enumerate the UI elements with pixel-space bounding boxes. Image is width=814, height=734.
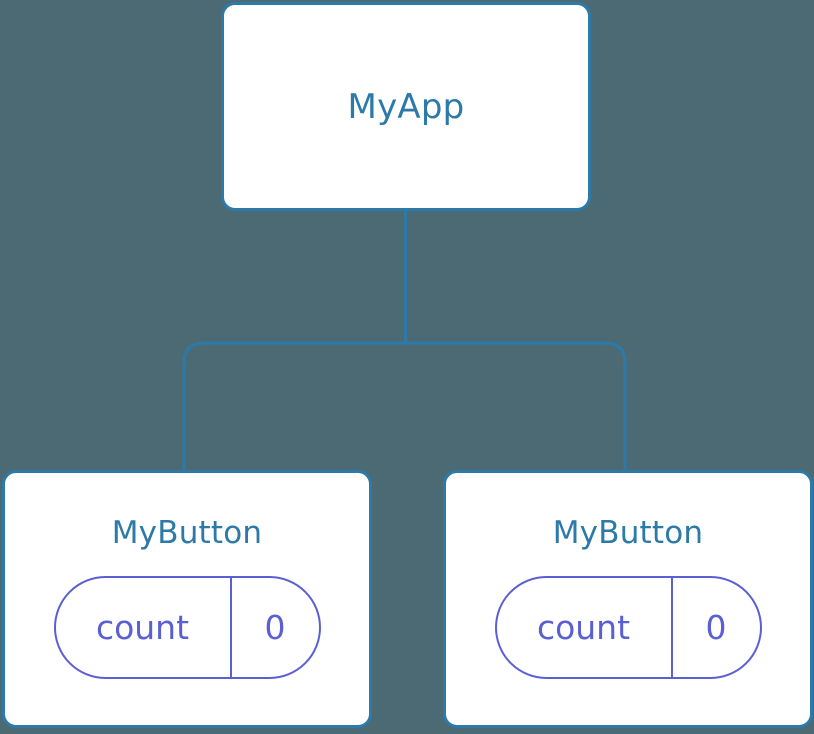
node-mybutton-left[interactable]: MyButton count 0 bbox=[2, 470, 372, 728]
connector-branch-right bbox=[405, 341, 627, 472]
state-pill-left[interactable]: count 0 bbox=[53, 576, 321, 679]
state-pill-left-value: 0 bbox=[232, 578, 319, 677]
node-mybutton-right[interactable]: MyButton count 0 bbox=[443, 470, 813, 728]
state-pill-right[interactable]: count 0 bbox=[494, 576, 762, 679]
state-pill-right-key-label: count bbox=[536, 608, 631, 647]
state-pill-right-value: 0 bbox=[673, 578, 760, 677]
state-pill-left-key: count bbox=[56, 578, 232, 677]
node-myapp-title: MyApp bbox=[347, 86, 465, 127]
state-pill-left-key-label: count bbox=[95, 608, 190, 647]
connector-branch-left bbox=[182, 341, 406, 472]
state-pill-right-key: count bbox=[497, 578, 673, 677]
node-mybutton-left-title: MyButton bbox=[111, 515, 263, 551]
node-myapp[interactable]: MyApp bbox=[221, 2, 591, 211]
node-mybutton-right-title: MyButton bbox=[552, 515, 704, 551]
state-pill-left-value-label: 0 bbox=[264, 608, 286, 647]
state-pill-right-value-label: 0 bbox=[705, 608, 727, 647]
